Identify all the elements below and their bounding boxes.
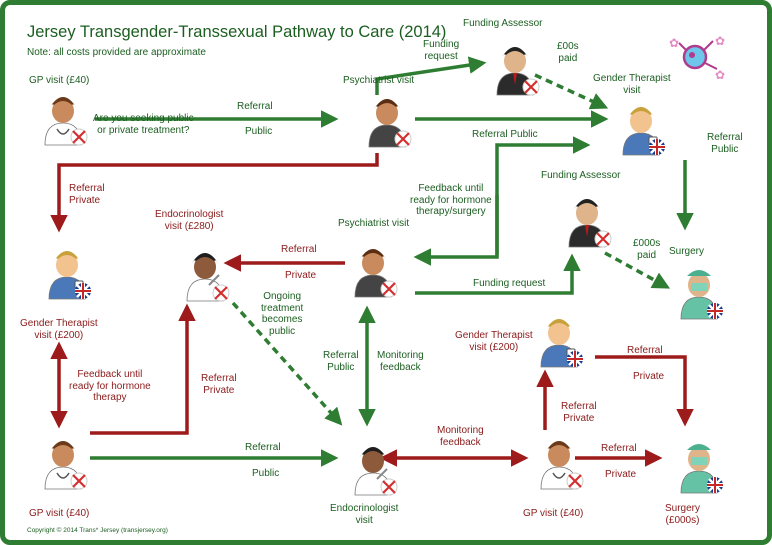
copyright-text: Copyright © 2014 Trans* Jersey (transjer… — [27, 527, 168, 534]
edge-referral-public-mid: Referral Public — [472, 129, 538, 140]
edge-referral-endo: Referral — [281, 244, 317, 255]
endocrinologist-bottom-icon — [351, 439, 399, 502]
svg-text:✿: ✿ — [715, 68, 725, 82]
edge-referral-public-vertical: Referral Public — [323, 350, 359, 373]
gender-therapist-right-icon — [537, 311, 585, 374]
funding-assessor-top-icon — [493, 39, 541, 102]
arrow-gender-therapist-feedback-to-psychiatrist — [413, 195, 499, 266]
edge-monitoring-vertical: Monitoring feedback — [377, 350, 424, 373]
gp-visit-bottom-left-label: GP visit (£40) — [29, 508, 90, 519]
arrow-psychiatrist-private-to-gender — [50, 153, 379, 233]
funding-assessor-mid-label: Funding Assessor — [541, 170, 621, 181]
arrow-gp-private-to-endocrinologist — [90, 303, 196, 435]
edge-public-bottom: Public — [252, 468, 280, 479]
endocrinologist-bottom-label: Endocrinologist visit — [330, 503, 399, 526]
arrow-endocrinologist-ongoing-public — [231, 301, 343, 426]
edge-referral-public-right: Referral Public — [707, 132, 743, 155]
cost-note: Note: all costs provided are approximate — [27, 47, 206, 58]
psychiatrist-top-label: Psychiatrist visit — [343, 75, 415, 86]
edge-referral-private-gp: Referral Private — [201, 373, 237, 396]
svg-text:✿: ✿ — [715, 34, 725, 48]
edge-referral-surgery-bottom: Referral — [601, 443, 637, 454]
psychiatrist-mid-label: Psychiatrist visit — [338, 218, 410, 229]
edge-paid-mid: £000s paid — [633, 238, 661, 261]
question-label: Are you seeking public or private treatm… — [93, 113, 194, 136]
gender-therapist-right-label: Gender Therapist visit (£200) — [455, 330, 533, 353]
edge-feedback-mid: Feedback until ready for hormone therapy… — [410, 183, 492, 217]
edge-referral-surgery-top: Referral — [627, 345, 663, 356]
pathway-diagram: ✿ ✿ ✿ — [50, 34, 725, 467]
edge-private-surgery-bottom: Private — [605, 469, 637, 480]
edge-private-endo: Private — [285, 270, 317, 281]
edge-referral-top: Referral — [237, 101, 273, 112]
funding-assessor-mid-icon — [565, 191, 613, 254]
gp-visit-bottom-right-label: GP visit (£40) — [523, 508, 584, 519]
endocrinologist-top-icon — [183, 245, 231, 308]
arrow-psychiatrist-to-funding-mid — [415, 253, 581, 295]
edge-feedback-left: Feedback until ready for hormone therapy — [69, 369, 151, 403]
psychiatrist-top-icon — [365, 91, 413, 154]
arrow-funding-to-gender-therapist — [534, 73, 609, 110]
surgery-bottom-label: Surgery (£000s) — [665, 503, 701, 526]
surgeon-right-icon — [677, 263, 725, 326]
edge-ongoing-public: Ongoing treatment becomes public — [261, 291, 304, 337]
surgery-right-label: Surgery — [669, 246, 705, 257]
endocrinologist-top-label: Endocrinologist visit (£280) — [155, 209, 224, 232]
edge-referral-private-gp-right: Referral Private — [561, 401, 597, 424]
edge-referral-bottom: Referral — [245, 442, 281, 453]
edge-funding-request-mid: Funding request — [473, 278, 546, 289]
funding-assessor-top-label: Funding Assessor — [463, 18, 543, 29]
surgeon-bottom-icon — [677, 437, 725, 500]
edge-monitoring-bottom: Monitoring feedback — [437, 425, 484, 448]
svg-text:✿: ✿ — [669, 36, 679, 50]
gp-top-icon — [41, 89, 89, 152]
edge-paid-top: £00s paid — [557, 41, 579, 64]
edge-funding-request-top: Funding request — [423, 39, 460, 62]
gender-therapist-left-label: Gender Therapist visit (£200) — [20, 318, 98, 341]
edge-public-top: Public — [245, 126, 273, 137]
arrow-psychiatrist-to-funding — [375, 56, 487, 95]
gp-bottom-left-icon — [41, 433, 89, 496]
gender-therapist-top-icon — [619, 99, 667, 162]
arrow-gender-right-to-surgery — [595, 355, 694, 427]
gp-bottom-right-icon — [537, 433, 585, 496]
page-title: Jersey Transgender-Transsexual Pathway t… — [27, 23, 447, 41]
gp-visit-top-label: GP visit (£40) — [29, 75, 90, 86]
trans-jersey-logo: ✿ ✿ ✿ — [669, 34, 725, 82]
psychiatrist-mid-icon — [351, 241, 399, 304]
edge-referral-private-left: Referral Private — [69, 183, 105, 206]
gender-therapist-left-icon — [45, 243, 93, 306]
gender-therapist-top-label: Gender Therapist visit — [593, 73, 671, 96]
edge-private-surgery-top: Private — [633, 371, 665, 382]
